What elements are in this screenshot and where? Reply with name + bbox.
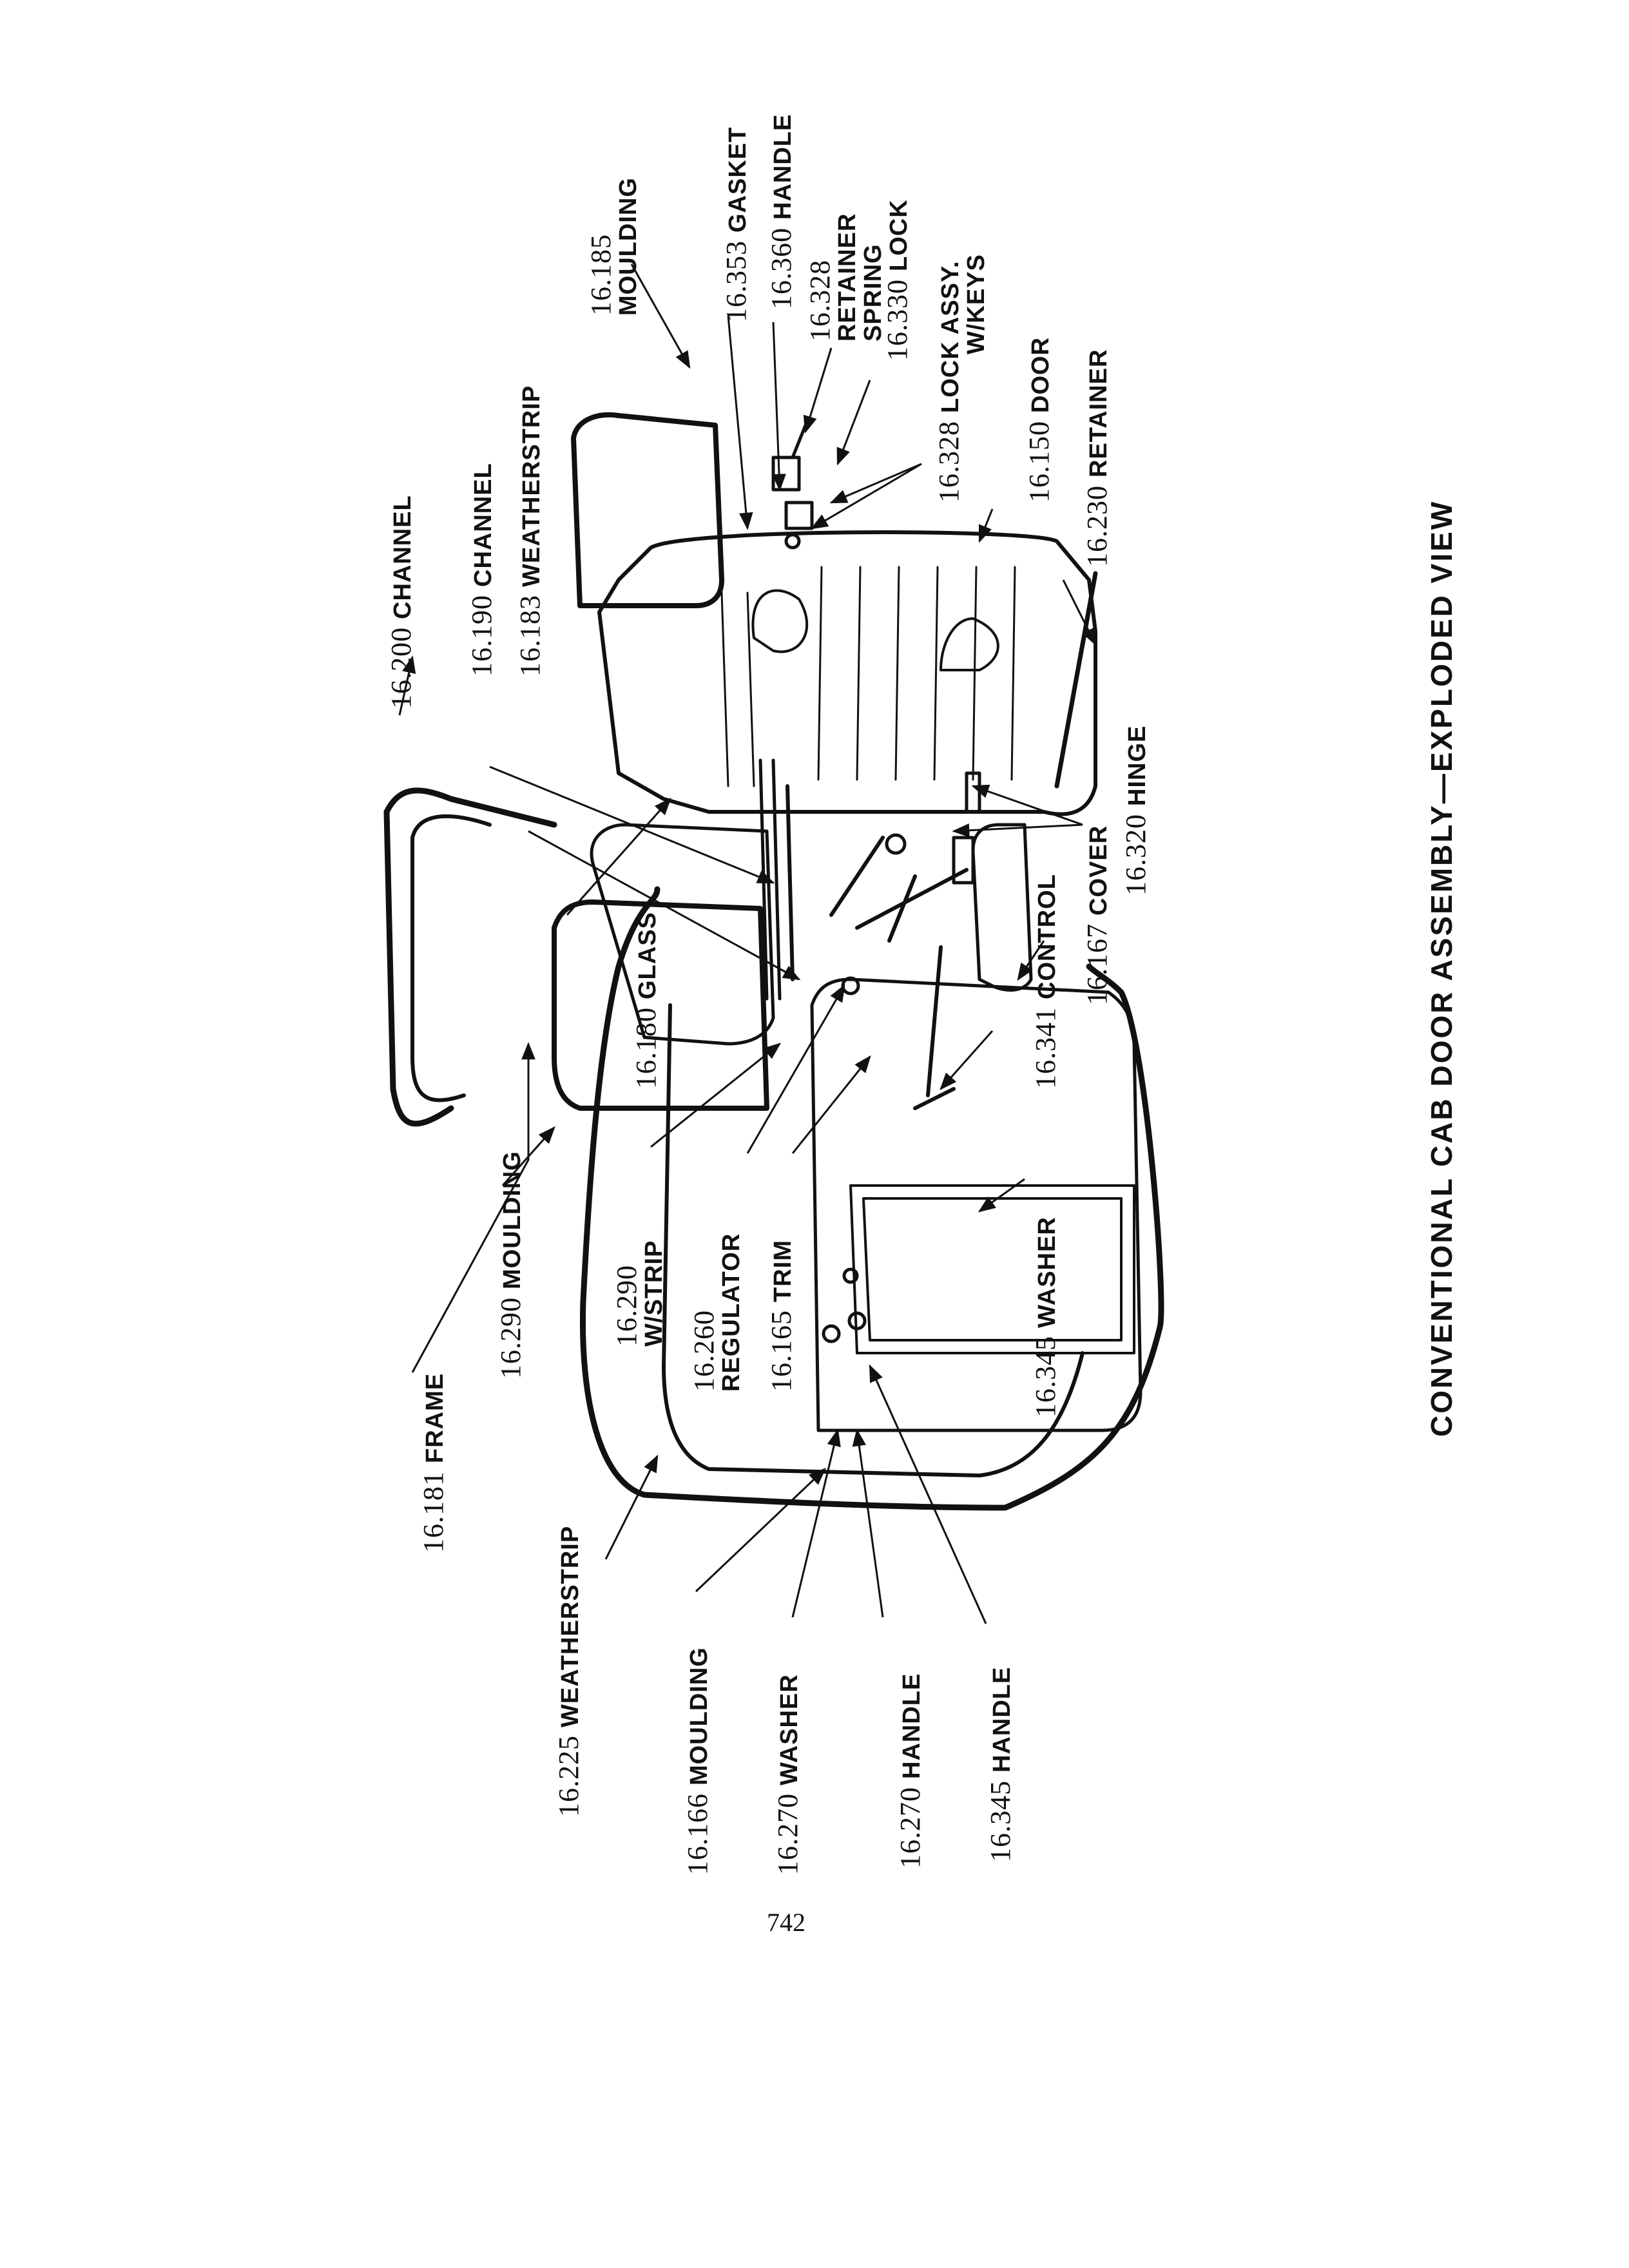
label-retainer-230: 16.230 RETAINER (1081, 349, 1113, 567)
label-moulding-290: 16.290 MOULDING (495, 1151, 526, 1379)
leader-lock-assy-2 (810, 463, 922, 530)
leader-handle-270 (852, 1428, 884, 1618)
moulding-166-part (662, 1003, 1084, 1477)
leader-washer-345 (978, 1178, 1025, 1213)
leader-regulator (746, 984, 845, 1154)
leader-hinge-2 (971, 784, 1083, 826)
leader-trim (791, 1055, 871, 1154)
label-control: 16.341 CONTROL (1030, 874, 1061, 1089)
page-number: 742 (767, 1908, 805, 1937)
frame-part (383, 787, 557, 1127)
label-gasket: 16.353 GASKET (720, 126, 752, 322)
leader-weatherstrip-183 (528, 830, 801, 981)
figure-caption: CONVENTIONAL CAB DOOR ASSEMBLY—EXPLODED … (1425, 499, 1458, 1437)
label-channel-200: 16.200 CHANNEL (385, 495, 417, 709)
trim-panel-part (810, 977, 1142, 1432)
leader-channel-200 (398, 655, 416, 716)
leader-handle-345 (869, 1364, 987, 1624)
label-frame: 16.181 FRAME (418, 1372, 449, 1553)
label-washer-270: 16.270 WASHER (772, 1674, 804, 1875)
leader-moulding-166 (695, 1468, 826, 1593)
leader-glass (566, 797, 671, 916)
moulding-185-part (571, 412, 724, 608)
hinge-part (952, 771, 981, 885)
moulding-290-part (552, 899, 769, 1111)
label-lock: 16.330 LOCK (882, 199, 913, 361)
label-hinge: 16.320 HINGE (1120, 725, 1152, 896)
leader-moulding-290 (501, 1126, 555, 1186)
label-glass: 16.180 GLASS (630, 912, 662, 1089)
leader-control (940, 1030, 994, 1091)
leader-lock-assy-1 (829, 463, 922, 504)
lock-parts (771, 423, 814, 530)
leader-handle-360 (772, 322, 786, 492)
leader-moulding-185 (630, 264, 691, 369)
label-lock-assy: 16.328 LOCK ASSY. W/KEYS (933, 254, 990, 503)
leader-retainer-spring (803, 347, 833, 434)
glass-part (590, 823, 775, 1046)
label-channel-190: 16.190 CHANNEL (466, 463, 497, 677)
label-weatherstrip-183: 16.183 WEATHERSTRIP (514, 385, 546, 677)
leader-washer-270 (791, 1428, 841, 1618)
label-moulding-166: 16.166 MOULDING (682, 1647, 713, 1875)
leader-door (978, 508, 994, 543)
leader-lock (836, 380, 871, 466)
door-part (597, 530, 1097, 816)
leader-hinge-1 (952, 823, 1083, 838)
label-weatherstrip-225: 16.225 WEATHERSTRIP (553, 1525, 584, 1817)
label-washer-345: 16.345 WASHER (1030, 1216, 1061, 1418)
leader-cover (1017, 940, 1045, 981)
label-handle-360: 16.360 HANDLE (766, 113, 797, 309)
leader-gasket (727, 315, 753, 530)
label-door: 16.150 DOOR (1023, 337, 1055, 503)
leader-retainer-230 (1062, 579, 1097, 646)
regulator-part (829, 836, 969, 943)
control-part (913, 945, 956, 1110)
label-retainer-spring: 16.328 RETAINER SPRING (804, 213, 887, 341)
label-handle-345: 16.345 HANDLE (985, 1666, 1016, 1862)
label-trim: 16.165 TRIM (766, 1240, 797, 1392)
cover-part (971, 823, 1033, 992)
leader-weatherstrip-225 (604, 1454, 659, 1560)
weatherstrip-225-part (580, 886, 1164, 1511)
leader-wstrip (650, 1043, 782, 1148)
label-cover: 16.167 COVER (1081, 825, 1113, 1005)
leader-frame (411, 1042, 535, 1373)
retainer-part (1054, 571, 1098, 789)
leader-channel-190 (489, 765, 775, 884)
label-handle-270: 16.270 HANDLE (894, 1673, 926, 1869)
